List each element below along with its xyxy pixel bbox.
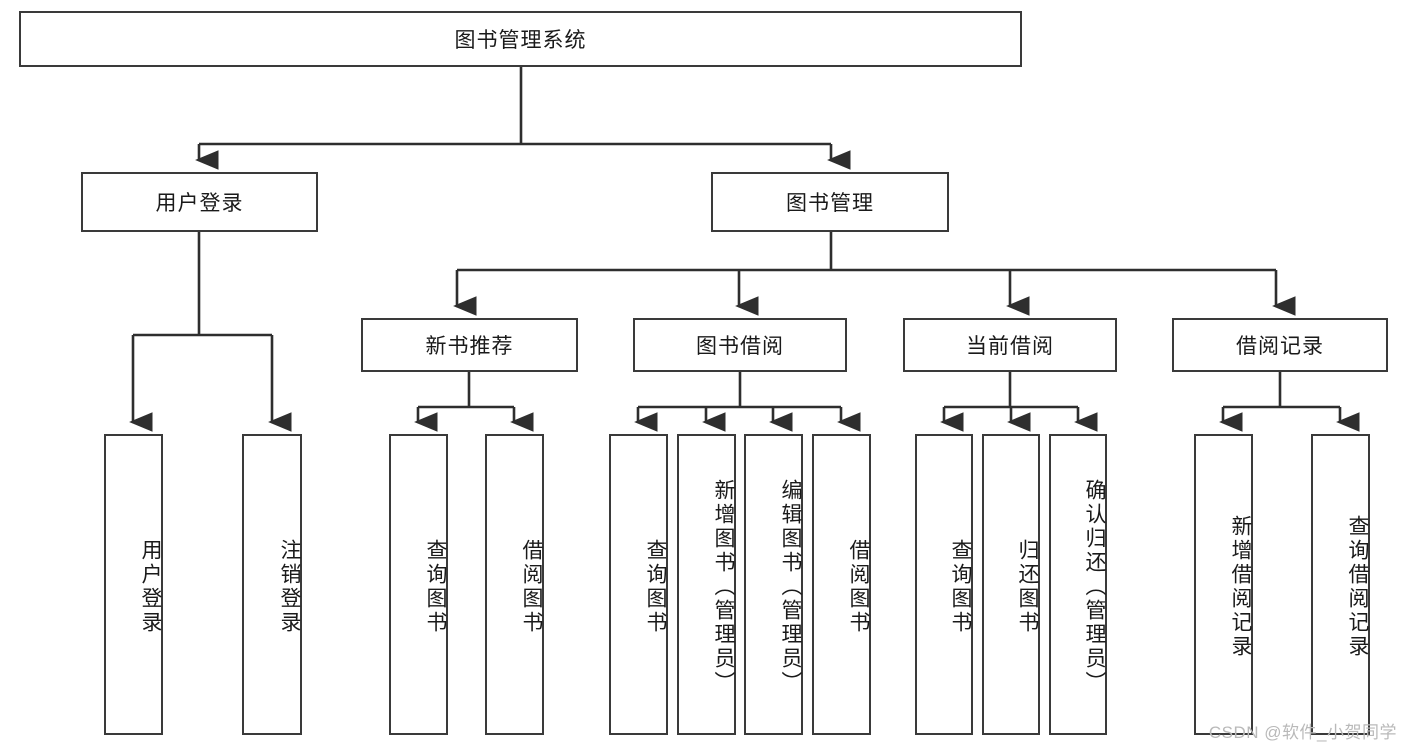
- node-leaf-logout-label: 注销登录: [278, 538, 301, 635]
- node-leaf-add-record[interactable]: 新增借阅记录: [1194, 434, 1253, 735]
- node-borrow-record-label: 借阅记录: [1236, 335, 1324, 358]
- node-root-label: 图书管理系统: [454, 29, 587, 52]
- node-current-borrow-label: 当前借阅: [966, 335, 1054, 358]
- node-leaf-confirm-return[interactable]: 确认归还（管理员）: [1049, 434, 1107, 735]
- node-leaf-add-book[interactable]: 新增图书（管理员）: [677, 434, 736, 735]
- node-leaf-confirm-return-label: 确认归还（管理员）: [1083, 478, 1106, 695]
- node-leaf-query-book-3-label: 查询图书: [949, 538, 972, 635]
- node-leaf-return-book-label: 归还图书: [1016, 538, 1039, 635]
- node-new-book-rec-label: 新书推荐: [425, 335, 514, 358]
- node-leaf-query-record[interactable]: 查询借阅记录: [1311, 434, 1370, 735]
- node-leaf-query-book-3[interactable]: 查询图书: [915, 434, 973, 735]
- node-leaf-add-book-label: 新增图书（管理员）: [712, 478, 735, 695]
- node-book-borrow-label: 图书借阅: [696, 335, 784, 358]
- node-leaf-query-record-label: 查询借阅记录: [1346, 514, 1369, 659]
- node-leaf-edit-book-label: 编辑图书（管理员）: [779, 478, 802, 695]
- node-leaf-borrow-book-2[interactable]: 借阅图书: [812, 434, 871, 735]
- node-leaf-borrow-book-1[interactable]: 借阅图书: [485, 434, 544, 735]
- node-leaf-query-book-1-label: 查询图书: [424, 538, 447, 635]
- node-root[interactable]: 图书管理系统: [19, 11, 1022, 67]
- node-leaf-query-book-2[interactable]: 查询图书: [609, 434, 668, 735]
- node-leaf-borrow-book-2-label: 借阅图书: [847, 538, 870, 635]
- watermark: CSDN @软件_小贺同学: [1208, 723, 1397, 742]
- node-leaf-add-record-label: 新增借阅记录: [1229, 514, 1252, 659]
- node-book-manage-label: 图书管理: [786, 192, 874, 215]
- node-leaf-edit-book[interactable]: 编辑图书（管理员）: [744, 434, 803, 735]
- node-user-login[interactable]: 用户登录: [81, 172, 318, 232]
- node-leaf-logout[interactable]: 注销登录: [242, 434, 302, 735]
- node-new-book-rec[interactable]: 新书推荐: [361, 318, 578, 372]
- node-leaf-user-login-label: 用户登录: [139, 538, 162, 635]
- node-leaf-user-login[interactable]: 用户登录: [104, 434, 163, 735]
- node-user-login-label: 用户登录: [155, 192, 244, 215]
- node-leaf-query-book-1[interactable]: 查询图书: [389, 434, 448, 735]
- node-book-borrow[interactable]: 图书借阅: [633, 318, 847, 372]
- node-book-manage[interactable]: 图书管理: [711, 172, 949, 232]
- node-leaf-query-book-2-label: 查询图书: [644, 538, 667, 635]
- node-borrow-record[interactable]: 借阅记录: [1172, 318, 1388, 372]
- node-leaf-return-book[interactable]: 归还图书: [982, 434, 1040, 735]
- node-current-borrow[interactable]: 当前借阅: [903, 318, 1117, 372]
- node-leaf-borrow-book-1-label: 借阅图书: [520, 538, 543, 635]
